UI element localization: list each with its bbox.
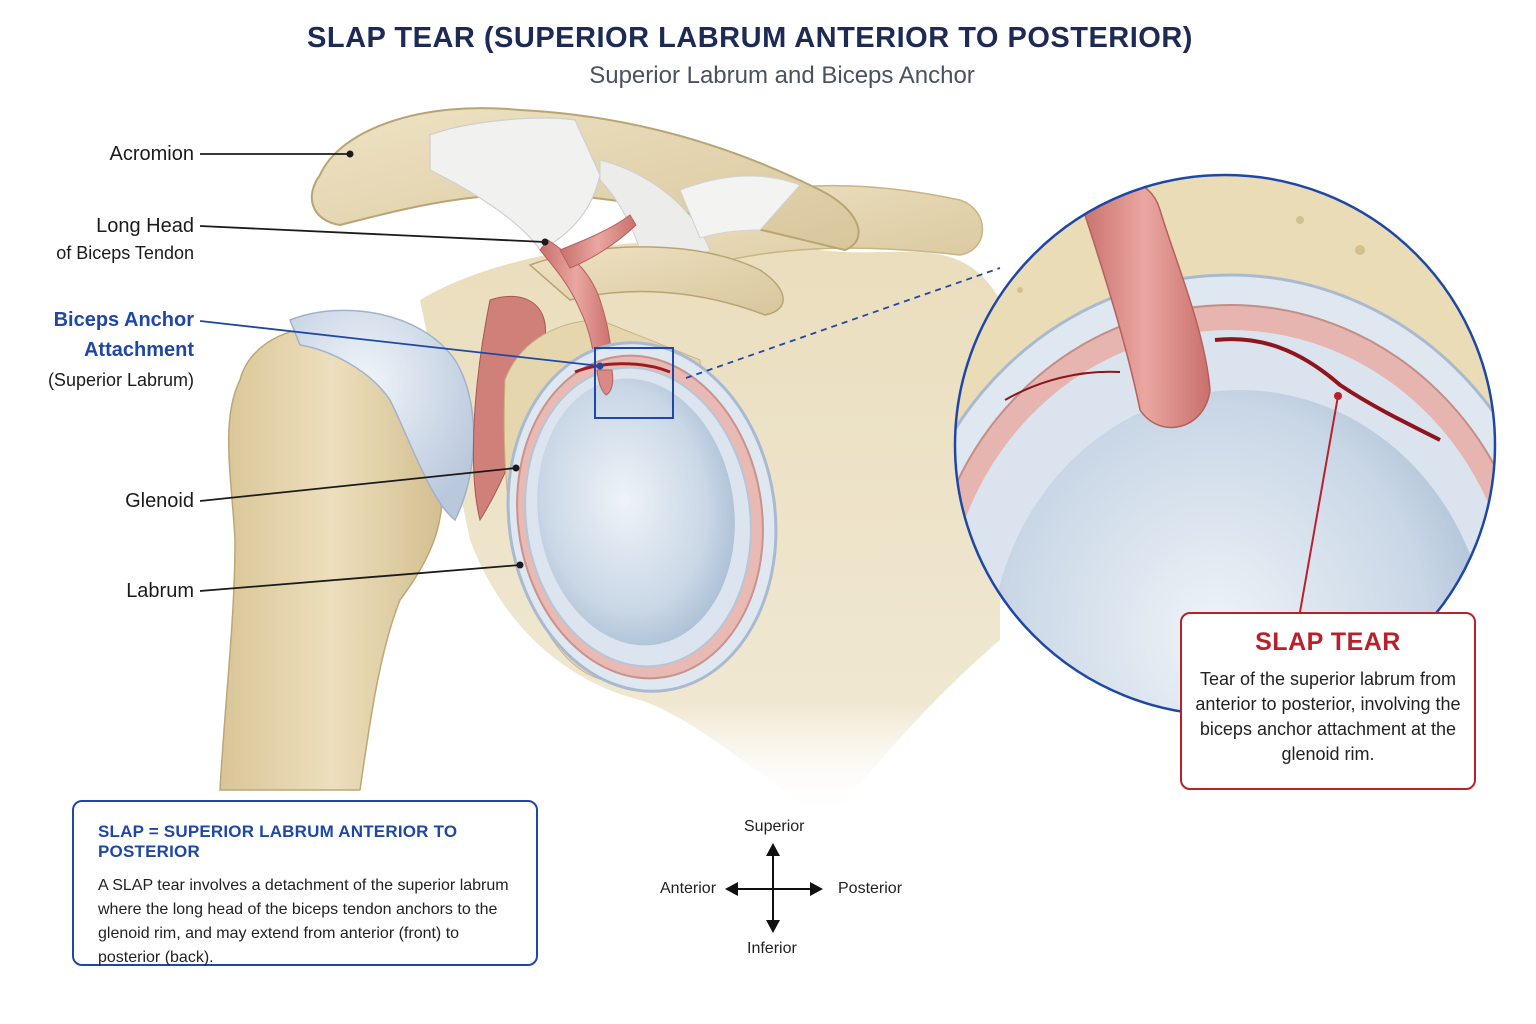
slap-tear-title: SLAP TEAR — [1255, 628, 1401, 656]
page-subtitle: Superior Labrum and Biceps Anchor — [589, 62, 975, 89]
orientation-compass — [725, 843, 823, 933]
slap-tear-callout: SLAP TEAR Tear of the superior labrum fr… — [1180, 612, 1476, 790]
superior-labrum-tear — [574, 362, 671, 374]
glenoid-assembly — [506, 341, 778, 693]
humeral-head — [289, 309, 475, 522]
coracoacromial-ligament — [429, 117, 601, 251]
tear-leader-line — [1299, 395, 1339, 613]
page-title: SLAP TEAR (SUPERIOR LABRUM ANTERIOR TO P… — [307, 22, 1193, 54]
label-labrum: Labrum — [126, 580, 194, 602]
zoom-tear-line — [1214, 337, 1441, 442]
label-biceps-anchor: Biceps Anchor Attachment (Superior Labru… — [47, 309, 194, 390]
label-glenoid: Glenoid — [125, 490, 194, 512]
coracoid — [528, 246, 784, 316]
biceps-anchor-highlight-box — [594, 347, 674, 419]
zoom-biceps-tendon — [1079, 179, 1211, 429]
glenoid-fossa — [537, 378, 735, 646]
compass-posterior: Posterior — [838, 880, 903, 897]
zoom-detail-view — [953, 173, 1497, 717]
compass-anterior: Anterior — [660, 880, 717, 897]
slap-definition-title: SLAP = SUPERIOR LABRUM ANTERIOR TO POSTE… — [98, 822, 458, 861]
compass-superior: Superior — [744, 818, 805, 835]
compass-inferior: Inferior — [747, 940, 797, 957]
slap-definition-box: SLAP = SUPERIOR LABRUM ANTERIOR TO POSTE… — [72, 800, 538, 966]
slap-definition-body: A SLAP tear involves a detachment of the… — [98, 877, 509, 966]
label-acromion: Acromion — [109, 143, 194, 165]
slap-tear-body: Tear of the superior labrum from anterio… — [1195, 669, 1461, 764]
zoom-connector-line — [685, 267, 1001, 379]
label-long-head-biceps: Long Head of Biceps Tendon — [56, 215, 194, 263]
